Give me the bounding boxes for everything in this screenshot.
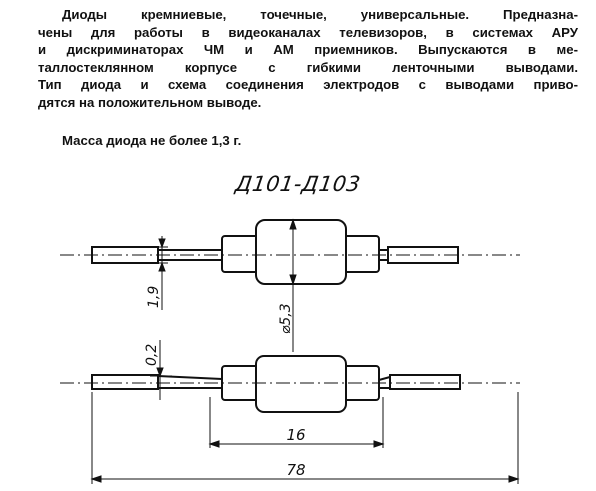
top-right-cap bbox=[342, 235, 380, 273]
description-paragraph: Диоды кремниевые, точечные, универсальны… bbox=[38, 6, 578, 112]
dim-16-label: 16 bbox=[286, 426, 305, 444]
description-line: таллостеклянном корпусе с гибкими ленточ… bbox=[38, 59, 578, 75]
top-left-lead bbox=[91, 246, 159, 264]
dim-0-2-label: 0,2 bbox=[144, 344, 160, 366]
dim-16-arrows bbox=[208, 440, 385, 448]
top-body bbox=[255, 219, 347, 285]
bottom-body bbox=[255, 355, 347, 413]
description-line: Тип диода и схема соединения электродов … bbox=[38, 77, 578, 93]
description-line: и дискриминаторах ЧМ и АМ приемников. Вы… bbox=[38, 42, 578, 58]
dim-1-9-label: 1,9 bbox=[146, 286, 162, 308]
bottom-right-lead bbox=[389, 374, 461, 390]
mass-note: Масса диода не более 1,3 г. bbox=[62, 133, 242, 148]
description-line: Диоды кремниевые, точечные, универсальны… bbox=[62, 7, 578, 22]
top-view-diode bbox=[91, 219, 459, 285]
bottom-right-ribbon bbox=[378, 376, 391, 381]
dim-78-arrows bbox=[90, 475, 520, 483]
dim-1-9-arrows bbox=[158, 238, 166, 272]
description-line: дятся на положительном выводе. bbox=[38, 94, 262, 110]
description-line: чены для работы в видеоканалах телевизор… bbox=[38, 24, 578, 40]
dim-diameter-arrows bbox=[289, 218, 297, 286]
dim-78-label: 78 bbox=[286, 461, 305, 479]
top-left-cap bbox=[221, 235, 259, 273]
dim-diameter-label: ⌀5,3 bbox=[278, 303, 294, 334]
dim-0-2-arrow bbox=[156, 367, 164, 378]
bottom-left-lead bbox=[91, 374, 159, 390]
